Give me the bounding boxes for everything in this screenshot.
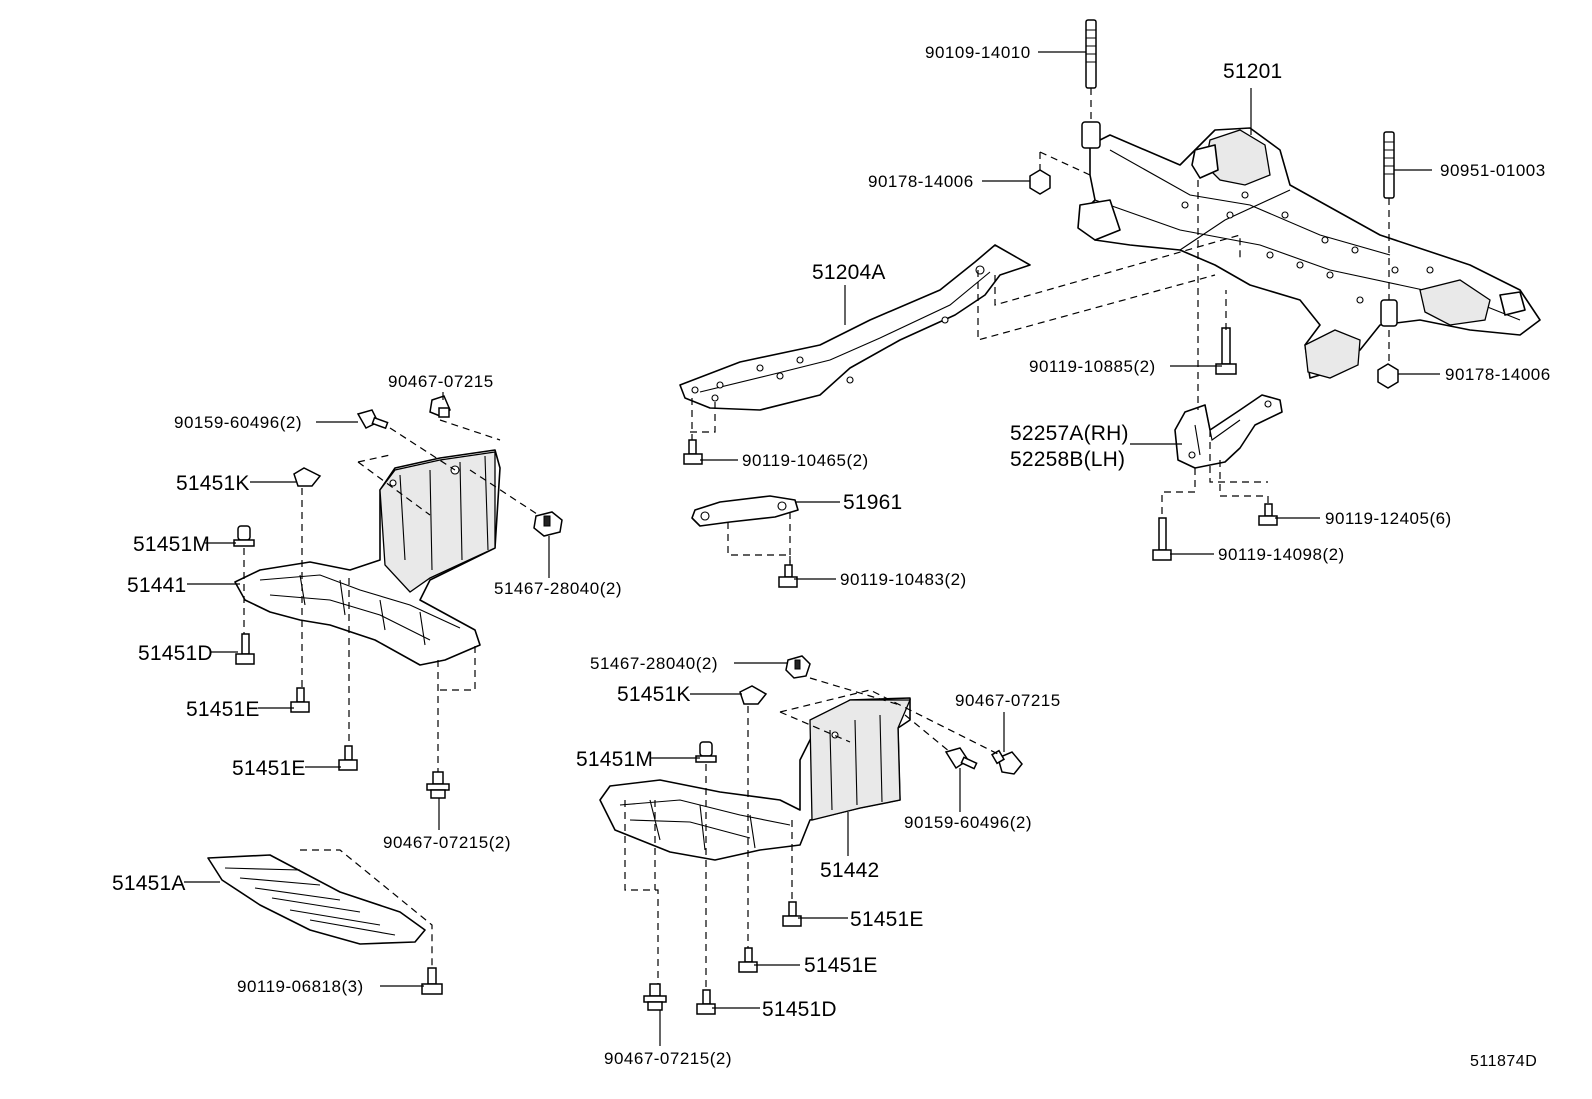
leader-lines — [184, 51, 1440, 1046]
bolt-90119-14098-icon — [1152, 517, 1172, 561]
label-51451D-left: 51451D — [138, 642, 213, 665]
screw-90159-60496-right-icon — [944, 747, 978, 770]
label-90178-14006-bottom: 90178-14006 — [1445, 365, 1551, 384]
assembly-dashed-lines — [243, 88, 1390, 990]
label-51451D-right: 51451D — [762, 998, 837, 1021]
label-51467-28040-left: 51467-28040(2) — [494, 579, 622, 598]
label-51201: 51201 — [1223, 60, 1282, 83]
label-90467-07215-left-bottom: 90467-07215(2) — [383, 833, 511, 852]
plate-51961 — [691, 495, 799, 527]
label-51961: 51961 — [843, 491, 902, 514]
nut-90178-14006-top-icon — [1029, 169, 1051, 195]
nut-90178-14006-bottom-icon — [1377, 363, 1399, 389]
clip-51467-28040-left-icon — [533, 511, 563, 537]
screw-90159-60496-left-icon — [356, 409, 389, 430]
clip-51451M-left-icon — [233, 525, 255, 547]
clip-51451K-right-icon — [739, 685, 768, 705]
clip-90467-07215-top-left-icon — [429, 395, 451, 418]
label-90951-01003: 90951-01003 — [1440, 161, 1546, 180]
label-90159-60496-left: 90159-60496(2) — [174, 413, 302, 432]
label-51442: 51442 — [820, 859, 879, 882]
label-90119-06818: 90119-06818(3) — [237, 977, 364, 996]
label-90119-12405: 90119-12405(6) — [1325, 509, 1452, 528]
label-51451K-right: 51451K — [617, 683, 691, 706]
label-51451E-left-2: 51451E — [232, 757, 306, 780]
clip-51451K-left-icon — [293, 467, 322, 487]
label-90467-07215-right: 90467-07215 — [955, 691, 1061, 710]
label-51451A: 51451A — [112, 872, 186, 895]
label-90159-60496-right: 90159-60496(2) — [904, 813, 1032, 832]
label-51467-28040-right: 51467-28040(2) — [590, 654, 718, 673]
front-cover-51451A — [207, 854, 426, 945]
bolt-51451E-left-1-icon — [290, 687, 310, 713]
label-90178-14006-top: 90178-14006 — [868, 172, 974, 191]
bolt-90119-06818-icon — [421, 967, 443, 995]
label-51451E-right-1: 51451E — [850, 908, 924, 931]
bolt-51451E-right-1-icon — [782, 901, 802, 927]
clip-51451M-right-icon — [695, 741, 717, 763]
label-90109-14010: 90109-14010 — [925, 43, 1031, 62]
engine-under-cover-51441 — [234, 449, 501, 666]
label-51451M-left: 51451M — [133, 533, 210, 556]
clip-90467-07215-right-icon — [991, 749, 1023, 775]
bolt-51451E-left-2-icon — [338, 745, 358, 771]
bolt-90119-10483-icon — [778, 564, 798, 588]
label-52257A-rh: 52257A(RH) — [1010, 422, 1129, 445]
bolt-90119-10885-icon — [1215, 327, 1237, 375]
label-51441: 51441 — [127, 574, 186, 597]
label-51451K-left: 51451K — [176, 472, 250, 495]
label-51451E-left-1: 51451E — [186, 698, 260, 721]
label-90119-14098: 90119-14098(2) — [1218, 545, 1345, 564]
label-90119-10465: 90119-10465(2) — [742, 451, 869, 470]
bolt-51451E-right-2-icon — [738, 947, 758, 973]
label-90467-07215-top-left: 90467-07215 — [388, 372, 494, 391]
stud-bolt-90951-01003-icon — [1383, 131, 1395, 199]
label-52258B-lh: 52258B(LH) — [1010, 448, 1125, 471]
diagram-code: 511874D — [1470, 1053, 1537, 1070]
stud-bolt-90109-14010-icon — [1085, 19, 1097, 89]
clip-90467-07215-right-bottom-icon — [643, 983, 667, 1011]
bracket-52257A-52258B — [1174, 394, 1283, 469]
label-51451E-right-2: 51451E — [804, 954, 878, 977]
brace-51204A — [679, 244, 1031, 411]
label-51204A: 51204A — [812, 261, 886, 284]
label-51451M-right: 51451M — [576, 748, 653, 771]
bolt-51451D-right-icon — [696, 989, 716, 1015]
label-90119-10885: 90119-10885(2) — [1029, 357, 1156, 376]
clip-51467-28040-right-icon — [785, 655, 811, 679]
label-90119-10483: 90119-10483(2) — [840, 570, 967, 589]
crossmember-51201 — [1077, 121, 1541, 379]
label-90467-07215-right-bottom: 90467-07215(2) — [604, 1049, 732, 1068]
clip-90467-07215-left-bottom-icon — [426, 771, 450, 799]
bolt-51451D-left-icon — [235, 633, 255, 665]
part-labels: 90109-14010 51201 90178-14006 90951-0100… — [112, 43, 1551, 1070]
bolt-90119-12405-icon — [1258, 503, 1278, 526]
engine-under-cover-51442 — [599, 697, 911, 861]
bolt-90119-10465-icon — [683, 439, 703, 465]
